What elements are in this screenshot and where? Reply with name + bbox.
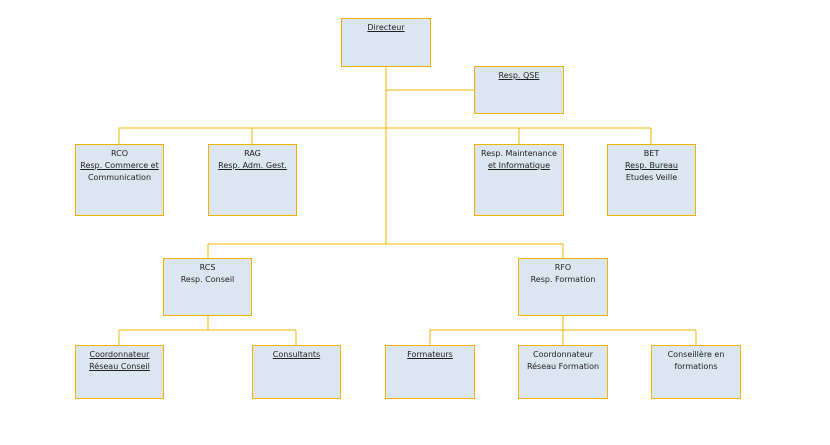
- node-rag-role: Resp. Adm. Gest.: [218, 161, 287, 170]
- node-consultants: Consultants: [252, 345, 341, 399]
- node-conseillere-line1: Conseillère en: [667, 350, 725, 359]
- node-coord-conseil-line1: Coordonnateur: [89, 350, 150, 359]
- node-rfo: RFO Resp. Formation: [518, 258, 608, 316]
- node-rfo-role: Resp. Formation: [530, 275, 596, 284]
- node-coordonnateur-conseil: Coordonnateur Réseau Conseil: [75, 345, 164, 399]
- node-formateurs-title: Formateurs: [407, 350, 453, 359]
- node-rag-code: RAG: [244, 149, 261, 158]
- node-bet-code: BET: [643, 149, 660, 158]
- node-bet-role-cont: Etudes Veille: [625, 173, 678, 182]
- node-directeur-title: Directeur: [367, 23, 405, 32]
- node-rcs-code: RCS: [199, 263, 216, 272]
- node-maint-role-cont: et Informatique: [487, 161, 550, 170]
- node-rco-role: Resp. Commerce et: [80, 161, 159, 170]
- node-rfo-code: RFO: [554, 263, 572, 272]
- node-conseillere-line2: formations: [674, 362, 718, 371]
- node-resp-maintenance: Resp. Maintenance et Informatique: [474, 144, 564, 216]
- node-coord-formation-line2: Réseau Formation: [526, 362, 600, 371]
- node-bet: BET Resp. Bureau Etudes Veille: [607, 144, 696, 216]
- node-bet-role: Resp. Bureau: [624, 161, 679, 170]
- node-consultants-title: Consultants: [272, 350, 321, 359]
- node-coord-formation-line1: Coordonnateur: [533, 350, 593, 359]
- node-rco-role-cont: Communication: [87, 173, 152, 182]
- node-formateurs: Formateurs: [385, 345, 475, 399]
- node-coordonnateur-formation: Coordonnateur Réseau Formation: [518, 345, 608, 399]
- node-rcs: RCS Resp. Conseil: [163, 258, 252, 316]
- node-resp-qse: Resp. QSE: [474, 66, 564, 114]
- node-resp-qse-title: Resp. QSE: [498, 71, 540, 80]
- node-rag: RAG Resp. Adm. Gest.: [208, 144, 297, 216]
- node-directeur: Directeur: [341, 18, 431, 67]
- node-rco: RCO Resp. Commerce et Communication: [75, 144, 164, 216]
- node-rcs-role: Resp. Conseil: [180, 275, 235, 284]
- node-coord-conseil-line2: Réseau Conseil: [89, 362, 150, 371]
- node-maint-role: Resp. Maintenance: [481, 149, 557, 158]
- node-rco-code: RCO: [110, 149, 129, 158]
- node-conseillere-formations: Conseillère en formations: [651, 345, 741, 399]
